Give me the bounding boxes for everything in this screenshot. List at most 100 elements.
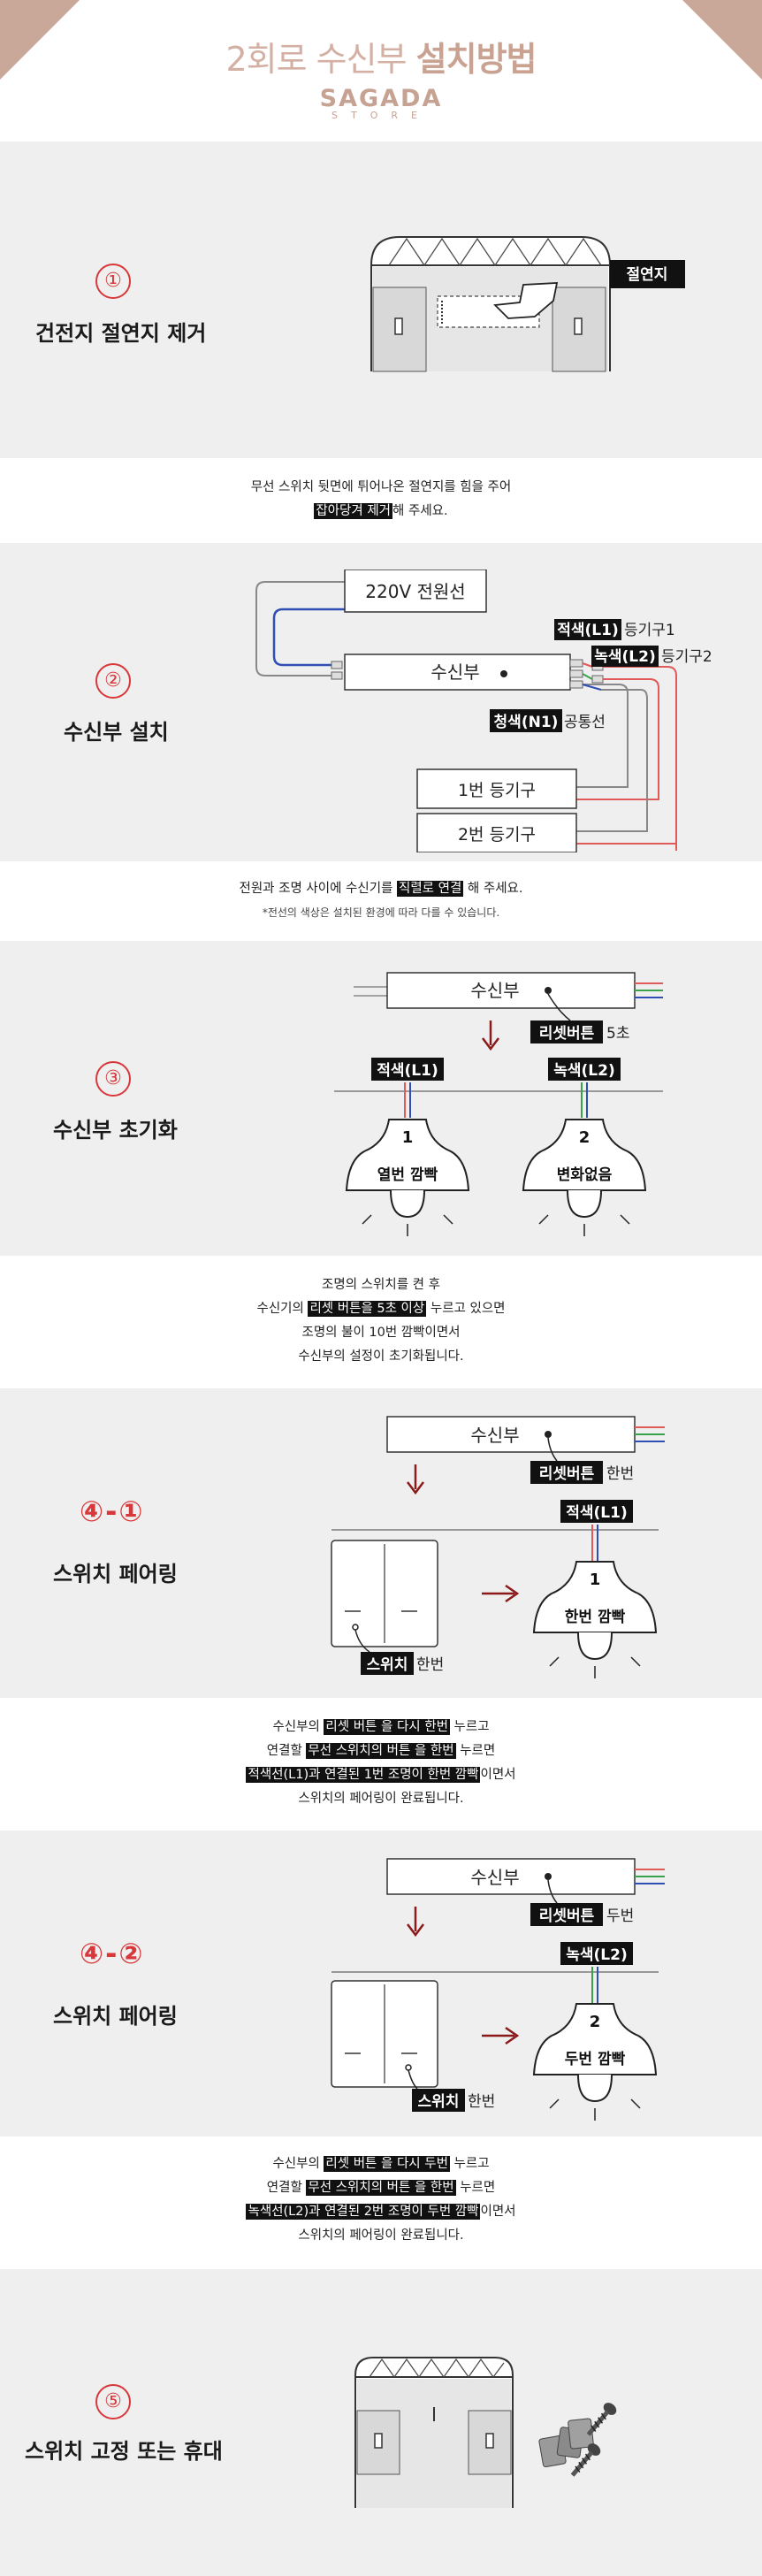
green-wire-desc: 등기구2 — [661, 648, 712, 666]
reset-button-tag: 리셋버튼 — [539, 1907, 595, 1925]
red-wire-tag: 적색(L1) — [557, 622, 618, 639]
lamp-number: 2 — [590, 2013, 601, 2031]
lamp-2-state: 변화없음 — [557, 1166, 613, 1184]
power-line-label: 220V 전원선 — [365, 581, 465, 602]
insulation-tab-text: 절연지 — [627, 265, 668, 284]
step-1-section: ① 건전지 절연지 제거 절연지 — [0, 141, 762, 458]
step-4-2-caption-post3: 이면서 — [480, 2205, 516, 2219]
switch-mount-diagram — [354, 2357, 617, 2508]
step-4-2-caption-hl1: 리셋 버튼 을 다시 두번 — [324, 2156, 450, 2172]
step-2-caption-post: 해 주세요. — [467, 882, 523, 896]
page-title-light: 2회로 수신부 — [225, 40, 408, 79]
step-4-2-caption-line2: 연결할 무선 스위치의 버튼 을 한번 누르면 — [0, 2176, 762, 2200]
step-3-caption-post: 누르고 있으면 — [430, 1302, 506, 1316]
corner-decoration-right — [682, 0, 762, 80]
receiver-label: 수신부 — [470, 1425, 519, 1446]
step-4-1-section: ④-① 스위치 페어링 수신부 리셋버튼 한번 적색(L1) — [0, 1388, 762, 1698]
blue-wire-tag: 청색(N1) — [494, 713, 559, 731]
step-4-2-number: ④-② — [80, 1937, 145, 1970]
step-3-caption-line2: 수신기의 리셋 버튼을 5초 이상 누르고 있으면 — [0, 1297, 762, 1321]
red-wire-desc: 등기구1 — [624, 622, 675, 639]
step-4-1-caption-post3: 이면서 — [480, 1768, 516, 1782]
step-2-caption-note: *전선의 색상은 설치된 환경에 따라 다를 수 있습니다. — [262, 906, 500, 919]
lamp-state: 한번 깜빡 — [565, 1609, 626, 1626]
green-wire-tag: 녹색(L2) — [553, 1062, 614, 1080]
step-4-2-title: 스위치 페어링 — [53, 2004, 178, 2029]
insulation-tab-label: 절연지 — [610, 260, 685, 288]
step-2-caption-line1: 전원과 조명 사이에 수신기를 직렬로 연결 해 주세요. — [0, 877, 762, 901]
step-3-section: ③ 수신부 초기화 수신부 리셋버튼 5초 적색(L1) 녹색(L2) — [0, 941, 762, 1256]
step-4-1-caption-hl2: 무선 스위치의 버튼 을 한번 — [306, 1743, 456, 1759]
step-3-caption: 조명의 스위치를 켠 후 수신기의 리셋 버튼을 5초 이상 누르고 있으면 조… — [0, 1273, 762, 1369]
lamp-1-state: 열번 깜빡 — [377, 1166, 438, 1184]
step-1-caption-rest: 해 주세요. — [392, 504, 448, 518]
step-4-1-caption-pre1: 수신부의 — [272, 1720, 320, 1734]
lamp-2-number: 2 — [579, 1128, 591, 1147]
step-4-1-caption-hl3: 적색선(L1)과 연결된 1번 조명이 한번 깜빡 — [246, 1767, 481, 1783]
brand-logo-sub: STORE — [331, 110, 431, 121]
step-5-number: ⑤ — [95, 2384, 131, 2419]
reset-duration: 5초 — [606, 1025, 629, 1043]
lamp-state: 두번 깜빡 — [565, 2051, 626, 2068]
lamp-1-number: 1 — [402, 1128, 414, 1147]
step-4-2-caption-line1: 수신부의 리셋 버튼 을 다시 두번 누르고 — [0, 2152, 762, 2176]
reset-count: 두번 — [606, 1907, 634, 1925]
step-3-caption-line4: 수신부의 설정이 초기화됩니다. — [298, 1349, 464, 1364]
blue-wire-desc: 공통선 — [564, 714, 606, 731]
step-3-caption-highlight: 리셋 버튼을 5초 이상 — [308, 1301, 427, 1317]
step-4-2-section: ④-② 스위치 페어링 수신부 리셋버튼 두번 녹색(L2) — [0, 1831, 762, 2136]
step-1-title: 건전지 절연지 제거 — [35, 321, 207, 346]
lamp-1-label: 1번 등기구 — [458, 781, 536, 800]
step-4-1-number: ④-① — [80, 1494, 145, 1528]
switch-tag: 스위치 — [418, 2093, 460, 2111]
step-1-caption-line1: 무선 스위치 뒷면에 튀어나온 절연지를 힘을 주어 — [250, 480, 512, 494]
green-wire-tag: 녹색(L2) — [566, 1946, 627, 1964]
pairing-1-diagram: 수신부 리셋버튼 한번 적색(L1) 스위치 한번 — [331, 1416, 665, 1678]
receiver-reset-diagram: 수신부 리셋버튼 5초 적색(L1) 녹색(L2) 1 열번 깜빡 — [334, 972, 663, 1236]
step-2-section: ② 수신부 설치 220V 전원선 수신부 — [0, 543, 762, 861]
step-2-title: 수신부 설치 — [64, 720, 169, 745]
step-5-title: 스위치 고정 또는 휴대 — [25, 2439, 223, 2464]
step-4-2-caption-line4: 스위치의 페어링이 완료됩니다. — [298, 2228, 464, 2243]
receiver-label: 수신부 — [470, 980, 519, 1001]
step-3-caption-line1: 조명의 스위치를 켠 후 — [322, 1278, 440, 1292]
green-wire-tag: 녹색(L2) — [594, 648, 655, 666]
lamp-2-label: 2번 등기구 — [458, 825, 536, 845]
step-3-caption-pre: 수신기의 — [256, 1302, 304, 1316]
step-4-1-caption: 수신부의 리셋 버튼 을 다시 한번 누르고 연결할 무선 스위치의 버튼 을 … — [0, 1716, 762, 1811]
receiver-label: 수신부 — [431, 661, 479, 683]
step-4-1-caption-line1: 수신부의 리셋 버튼 을 다시 한번 누르고 — [0, 1716, 762, 1739]
red-wire-tag: 적색(L1) — [377, 1062, 438, 1080]
step-3-number: ③ — [95, 1061, 131, 1097]
step-4-1-caption-pre2: 연결할 — [266, 1744, 302, 1758]
switch-press-count: 한번 — [468, 2093, 495, 2111]
receiver-wiring-diagram: 220V 전원선 수신부 1번 등기구 2번 등기구 — [255, 569, 712, 852]
step-2-caption-highlight: 직렬로 연결 — [397, 881, 464, 897]
page-title-bold: 설치방법 — [415, 40, 537, 79]
step-4-1-caption-hl1: 리셋 버튼 을 다시 한번 — [324, 1719, 450, 1735]
step-1-number: ① — [95, 264, 131, 299]
step-4-1-caption-line2: 연결할 무선 스위치의 버튼 을 한번 누르면 — [0, 1739, 762, 1763]
switch-press-count: 한번 — [416, 1656, 444, 1674]
step-4-2-caption-hl3: 녹색선(L2)과 연결된 2번 조명이 두번 깜빡 — [246, 2204, 481, 2220]
step-4-1-caption-line4: 스위치의 페어링이 완료됩니다. — [298, 1792, 464, 1806]
switch-tag: 스위치 — [367, 1656, 408, 1674]
step-4-2-caption-post1: 누르고 — [453, 2157, 490, 2171]
step-4-1-caption-post1: 누르고 — [453, 1720, 490, 1734]
step-3-title: 수신부 초기화 — [53, 1118, 178, 1143]
reset-count: 한번 — [606, 1465, 634, 1483]
step-4-1-caption-post2: 누르면 — [460, 1744, 496, 1758]
step-4-2-caption-post2: 누르면 — [460, 2181, 496, 2195]
step-4-2-caption-pre2: 연결할 — [266, 2181, 302, 2195]
switch-back-diagram — [370, 236, 611, 372]
red-wire-tag: 적색(L1) — [566, 1504, 627, 1522]
reset-button-tag: 리셋버튼 — [539, 1025, 595, 1043]
step-5-section: ⑤ 스위치 고정 또는 휴대 — [0, 2269, 762, 2576]
step-4-2-caption: 수신부의 리셋 버튼 을 다시 두번 누르고 연결할 무선 스위치의 버튼 을 … — [0, 2152, 762, 2248]
step-4-1-title: 스위치 페어링 — [53, 1562, 178, 1586]
reset-button-tag: 리셋버튼 — [539, 1465, 595, 1483]
step-1-caption-highlight: 잡아당겨 제거 — [314, 503, 393, 519]
